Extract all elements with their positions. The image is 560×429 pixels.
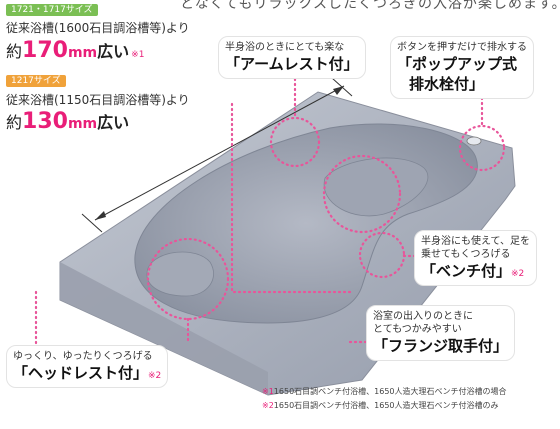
bench-desc-2: 乗せてもくつろげる: [421, 249, 511, 260]
popup-title-2: 排水栓付」: [409, 75, 485, 93]
width-prefix: 約: [6, 42, 23, 61]
size-tag-1721: 1721・1717サイズ: [6, 4, 98, 16]
size-compare-1721: 従来浴槽(1600石目調浴槽等)より: [6, 21, 190, 35]
width-suffix: 広い: [97, 113, 130, 132]
width-unit: mm: [67, 45, 98, 61]
width-mark: ※1: [131, 50, 145, 60]
bench-desc-1: 半身浴にも使えて、足を: [421, 236, 530, 247]
footnote-1: ※11650石目調ベンチ付浴槽、1650人造大理石ベンチ付浴槽の場合: [262, 385, 507, 399]
footnote-mark: ※1: [262, 387, 274, 396]
flange-desc-2: とてもつかみやすい: [373, 324, 462, 335]
size-tag-1217: 1217サイズ: [6, 75, 66, 87]
popup-desc: ボタンを押すだけで排水する: [397, 42, 527, 53]
size-compare-1217: 従来浴槽(1150石目調浴槽等)より: [6, 93, 190, 107]
width-value: 130: [22, 109, 68, 134]
bench-title: 「ベンチ付」: [421, 262, 512, 280]
footnote-mark: ※2: [262, 401, 274, 410]
callout-armrest: 半身浴のときにとても楽な 「アームレスト付」: [218, 36, 366, 79]
width-suffix: 広い: [97, 42, 130, 61]
bench-mark: ※2: [511, 269, 525, 279]
callout-bench: 半身浴にも使えて、足を 乗せてもくつろげる 「ベンチ付」※2: [414, 230, 537, 286]
popup-title-1: 「ポップアップ式: [397, 55, 518, 73]
footnote-text: 1650石目調ベンチ付浴槽、1650人造大理石ベンチ付浴槽のみ: [273, 401, 499, 410]
header-text: となくてもリラックスしたくつろぎの入浴が楽しめます。: [180, 0, 560, 12]
drain-button-icon: [466, 136, 482, 146]
callout-popup-drain: ボタンを押すだけで排水する 「ポップアップ式 排水栓付」: [390, 36, 534, 99]
flange-desc-1: 浴室の出入りのときに: [373, 311, 473, 322]
armrest-title: 「アームレスト付」: [225, 55, 359, 73]
width-value: 170: [22, 38, 68, 63]
callout-headrest: ゆっくり、ゆったりくつろげる 「ヘッドレスト付」※2: [6, 345, 169, 388]
headrest-mark: ※2: [148, 371, 162, 381]
size-width-1721: 約170mm広い※1: [6, 38, 144, 63]
headrest-title: 「ヘッドレスト付」: [13, 364, 149, 382]
width-prefix: 約: [6, 113, 23, 132]
flange-title: 「フランジ取手付」: [373, 337, 509, 355]
armrest-desc: 半身浴のときにとても楽な: [225, 42, 345, 53]
footnote-text: 1650石目調ベンチ付浴槽、1650人造大理石ベンチ付浴槽の場合: [273, 387, 507, 396]
footnote-2: ※21650石目調ベンチ付浴槽、1650人造大理石ベンチ付浴槽のみ: [262, 399, 507, 413]
callout-flange: 浴室の出入りのときに とてもつかみやすい 「フランジ取手付」: [366, 305, 516, 361]
size-width-1217: 約130mm広い: [6, 109, 129, 134]
width-unit: mm: [67, 116, 98, 132]
footnotes: ※11650石目調ベンチ付浴槽、1650人造大理石ベンチ付浴槽の場合 ※2165…: [262, 385, 507, 413]
headrest-desc: ゆっくり、ゆったりくつろげる: [13, 351, 153, 362]
